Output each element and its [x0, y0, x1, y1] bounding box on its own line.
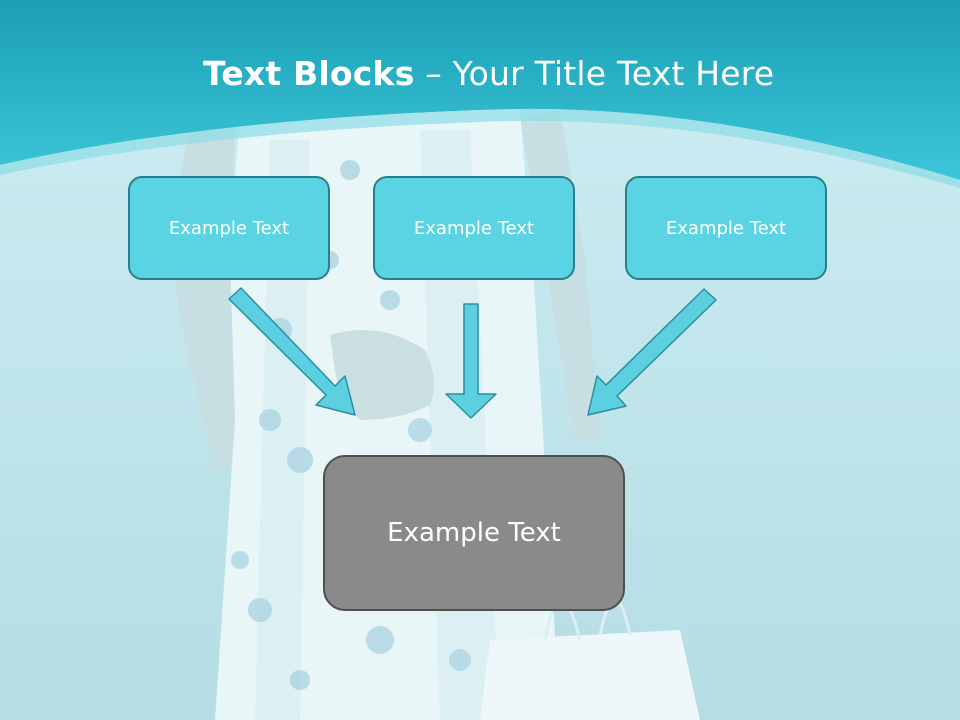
- center-block-label: Example Text: [387, 518, 561, 548]
- block-2-label: Example Text: [413, 217, 535, 239]
- arrow-center: [445, 303, 497, 419]
- arrow-left: [228, 287, 356, 416]
- title-bold-part: Text Blocks: [203, 54, 415, 93]
- title-rest: Your Title Text Here: [452, 54, 775, 93]
- block-3-label: Example Text: [665, 217, 787, 239]
- example-text-block-1[interactable]: Example Text: [128, 176, 330, 280]
- center-text-block[interactable]: Example Text: [323, 455, 625, 611]
- example-text-block-3[interactable]: Example Text: [625, 176, 827, 280]
- example-text-block-2[interactable]: Example Text: [373, 176, 575, 280]
- slide-title: Text Blocks – Your Title Text Here: [203, 54, 774, 93]
- arrow-right: [587, 288, 717, 416]
- header-wave: [0, 0, 960, 188]
- block-1-label: Example Text: [168, 217, 290, 239]
- title-dash: –: [414, 54, 453, 93]
